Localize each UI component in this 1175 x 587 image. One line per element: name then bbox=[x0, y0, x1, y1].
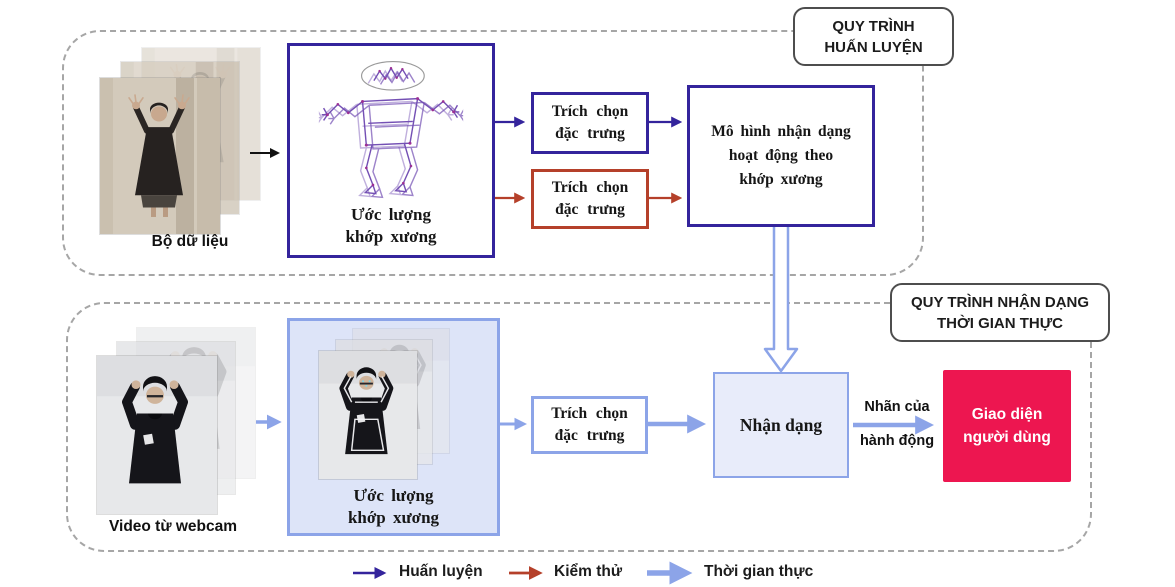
pose-realtime-label: Ước lượng khớp xương bbox=[348, 485, 439, 529]
feature-extraction-train-box: Trích chọn đặc trưng bbox=[531, 92, 649, 154]
realtime-process-tag: QUY TRÌNH NHẬN DẠNG THỜI GIAN THỰC bbox=[890, 283, 1110, 342]
pose-estimation-box-training: Ước lượng khớp xương bbox=[287, 43, 495, 258]
feat-train-line2: đặc trưng bbox=[555, 125, 625, 142]
pose-training-line1: Ước lượng bbox=[350, 205, 431, 224]
feat-rt-line1: Trích chọn bbox=[551, 405, 628, 423]
ui-line2: người dùng bbox=[963, 429, 1051, 446]
dataset-photo-stack bbox=[100, 48, 262, 236]
feat-test-line1: Trích chọn bbox=[551, 179, 629, 197]
pose-overlay-photo-stack bbox=[319, 329, 469, 479]
recognition-box: Nhận dạng bbox=[713, 372, 849, 478]
feature-extraction-realtime-box: Trích chọn đặc trưng bbox=[531, 396, 648, 454]
feat-train-line1: Trích chọn bbox=[551, 103, 629, 121]
model-line1: Mô hình nhận dạng bbox=[711, 122, 851, 140]
pose-realtime-line2: khớp xương bbox=[347, 508, 440, 528]
webcam-photo-stack bbox=[97, 328, 257, 518]
recognition-model-box: Mô hình nhận dạng hoạt động theo khớp xư… bbox=[687, 85, 875, 227]
recognition-label: Nhận dạng bbox=[739, 414, 823, 435]
pose-training-line2: khớp xương bbox=[345, 227, 437, 247]
ui-line1: Giao diện bbox=[971, 405, 1043, 423]
model-line3: khớp xương bbox=[739, 171, 823, 188]
training-process-container bbox=[62, 30, 924, 276]
action-label-line1: Nhãn của bbox=[864, 399, 930, 415]
dataset-caption: Bộ dữ liệu bbox=[151, 233, 229, 250]
realtime-process-container bbox=[66, 302, 1092, 552]
feature-extraction-test-box: Trích chọn đặc trưng bbox=[531, 169, 649, 229]
webcam-photo-front bbox=[97, 356, 217, 514]
training-process-tag: QUY TRÌNH HUẤN LUYỆN bbox=[793, 7, 954, 66]
dataset-photo-front bbox=[100, 78, 220, 234]
skeleton-figure bbox=[307, 54, 475, 204]
webcam-caption: Video từ webcam bbox=[108, 518, 238, 535]
legend-realtime-label: Thời gian thực bbox=[704, 563, 814, 580]
feat-rt-line2: đặc trưng bbox=[554, 427, 625, 444]
legend-test-label: Kiểm thử bbox=[554, 563, 623, 580]
realtime-tag-line2: THỜI GIAN THỰC bbox=[936, 314, 1064, 332]
pose-realtime-line1: Ước lượng bbox=[353, 486, 434, 505]
action-label-line2: hành động bbox=[859, 433, 935, 449]
training-tag-line1: QUY TRÌNH bbox=[832, 17, 915, 35]
model-line2: hoạt động theo bbox=[728, 146, 834, 164]
pose-photo-front bbox=[319, 351, 417, 479]
realtime-tag-line1: QUY TRÌNH NHẬN DẠNG bbox=[910, 293, 1090, 311]
legend-train-label: Huấn luyện bbox=[399, 563, 483, 580]
pose-estimation-box-realtime: Ước lượng khớp xương bbox=[287, 318, 500, 536]
pose-training-label: Ước lượng khớp xương bbox=[345, 204, 436, 248]
training-tag-line2: HUẤN LUYỆN bbox=[824, 38, 923, 56]
user-interface-box: Giao diện người dùng bbox=[943, 370, 1071, 482]
feat-test-line2: đặc trưng bbox=[555, 201, 625, 218]
